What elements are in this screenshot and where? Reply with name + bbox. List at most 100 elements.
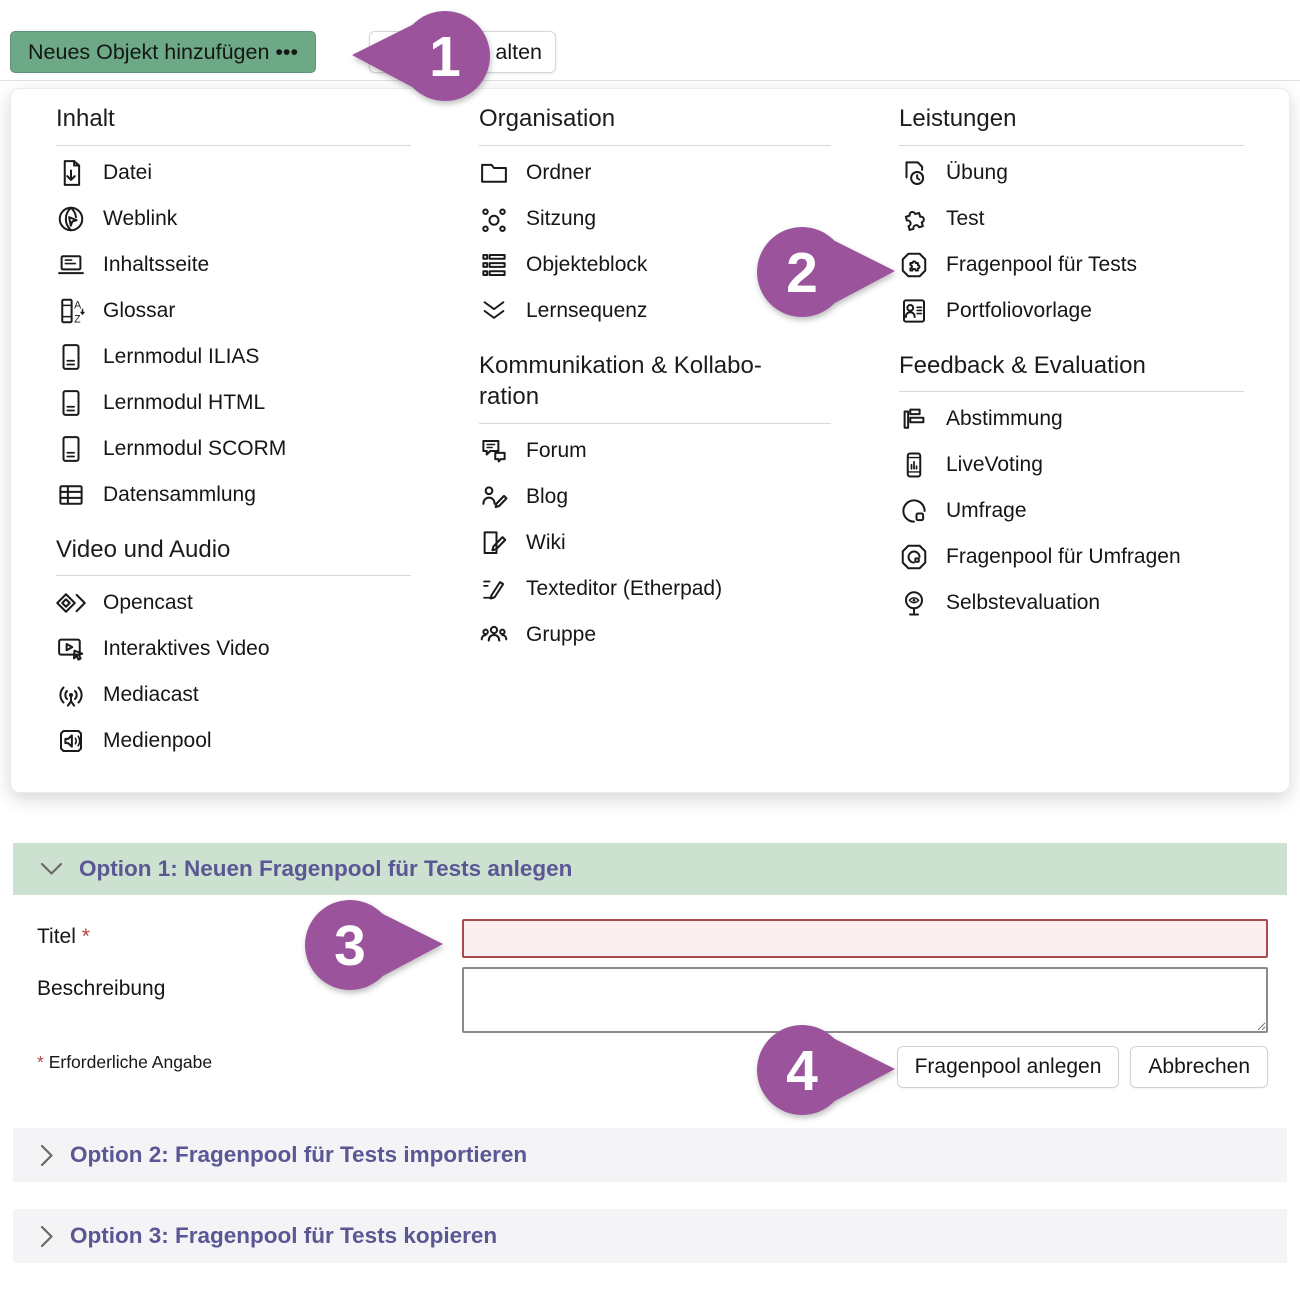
menu-item-uebung[interactable]: Übung xyxy=(899,150,1244,196)
menu-item-interaktives-video[interactable]: Interaktives Video xyxy=(56,626,411,672)
section-title-video-audio: Video und Audio xyxy=(56,534,411,577)
opencast-diamond-icon xyxy=(56,593,86,614)
dropdown-column-2: Organisation Ordner Sitzung Objekteblock… xyxy=(479,103,831,776)
blog-person-pencil-icon xyxy=(482,486,508,509)
menu-item-lernmodul-html[interactable]: Lernmodul HTML xyxy=(56,380,411,426)
learning-module-icon xyxy=(62,389,80,416)
option2-accordion-header[interactable]: Option 2: Fragenpool für Tests importier… xyxy=(13,1128,1287,1182)
menu-item-fragenpool-tests[interactable]: Fragenpool für Tests xyxy=(899,242,1244,288)
menu-item-label: Lernmodul HTML xyxy=(103,390,266,414)
svg-text:2: 2 xyxy=(786,241,818,305)
menu-item-selbstevaluation[interactable]: Selbstevaluation xyxy=(899,580,1244,626)
puzzle-pool-icon xyxy=(901,252,927,277)
option1-accordion-header[interactable]: Option 1: Neuen Fragenpool für Tests anl… xyxy=(13,843,1287,895)
callout-4: 4 xyxy=(757,1025,895,1115)
group-people-icon xyxy=(480,625,508,642)
section-title-leistungen: Leistungen xyxy=(899,103,1244,146)
menu-item-opencast[interactable]: Opencast xyxy=(56,580,411,626)
menu-item-label: Forum xyxy=(526,439,587,463)
menu-item-inhaltsseite[interactable]: Inhaltsseite xyxy=(56,242,411,288)
menu-item-umfrage[interactable]: Umfrage xyxy=(899,488,1244,534)
file-download-icon xyxy=(63,159,81,186)
svg-text:4: 4 xyxy=(786,1039,818,1103)
menu-item-label: Ordner xyxy=(526,160,592,184)
menu-item-label: Abstimmung xyxy=(946,407,1063,431)
menu-item-medienpool[interactable]: Medienpool xyxy=(56,718,411,764)
chevron-right-icon xyxy=(40,1225,53,1247)
menu-item-label: Fragenpool für Umfragen xyxy=(946,545,1181,569)
menu-item-lernmodul-scorm[interactable]: Lernmodul SCORM xyxy=(56,426,411,472)
menu-item-label: Interaktives Video xyxy=(103,637,270,661)
required-note: * Erforderliche Angabe xyxy=(37,1052,213,1072)
menu-item-label: Texteditor (Etherpad) xyxy=(526,577,723,601)
menu-item-label: Wiki xyxy=(526,531,566,555)
menu-item-blog[interactable]: Blog xyxy=(479,474,831,520)
cancel-button[interactable]: Abbrechen xyxy=(1130,1046,1268,1088)
menu-item-portfoliovorlage[interactable]: Portfoliovorlage xyxy=(899,288,1244,334)
add-new-object-button[interactable]: Neues Objekt hinzufügen ••• xyxy=(10,31,316,73)
menu-item-ordner[interactable]: Ordner xyxy=(479,150,831,196)
required-asterisk: * xyxy=(37,1052,44,1072)
menu-item-livevoting[interactable]: LiveVoting xyxy=(899,442,1244,488)
menu-item-abstimmung[interactable]: Abstimmung xyxy=(899,396,1244,442)
menu-item-sitzung[interactable]: Sitzung xyxy=(479,196,831,242)
menu-item-datei[interactable]: Datei xyxy=(56,150,411,196)
menu-item-label: Lernmodul ILIAS xyxy=(103,344,260,368)
svg-text:1: 1 xyxy=(429,25,461,89)
option3-accordion-header[interactable]: Option 3: Fragenpool für Tests kopieren xyxy=(13,1209,1287,1263)
create-question-pool-button[interactable]: Fragenpool anlegen xyxy=(896,1046,1120,1088)
text-editor-pencil-icon xyxy=(483,580,505,600)
required-asterisk: * xyxy=(81,925,90,948)
menu-item-forum[interactable]: Forum xyxy=(479,428,831,474)
menu-item-label: Übung xyxy=(946,160,1008,184)
menu-item-mediacast[interactable]: Mediacast xyxy=(56,672,411,718)
menu-item-texteditor[interactable]: Texteditor (Etherpad) xyxy=(479,566,831,612)
menu-item-gruppe[interactable]: Gruppe xyxy=(479,612,831,658)
menu-item-label: Glossar xyxy=(103,298,176,322)
menu-item-label: Sitzung xyxy=(526,206,597,230)
toolbar-divider xyxy=(0,80,1300,81)
forum-bubbles-icon xyxy=(482,440,506,463)
menu-item-objekteblock[interactable]: Objekteblock xyxy=(479,242,831,288)
menu-item-label: Lernmodul SCORM xyxy=(103,436,287,460)
menu-item-fragenpool-umfragen[interactable]: Fragenpool für Umfragen xyxy=(899,534,1244,580)
menu-item-label: Gruppe xyxy=(526,623,597,647)
wiki-page-pencil-icon xyxy=(483,531,507,555)
menu-item-label: Mediacast xyxy=(103,683,199,707)
data-table-icon xyxy=(59,484,83,505)
menu-item-lernsequenz[interactable]: Lernsequenz xyxy=(479,288,831,334)
section-video-audio: Video und Audio Opencast Interaktives Vi… xyxy=(56,534,411,765)
menu-item-wiki[interactable]: Wiki xyxy=(479,520,831,566)
menu-item-datensammlung[interactable]: Datensammlung xyxy=(56,472,411,518)
learning-module-icon xyxy=(62,435,80,462)
description-textarea[interactable] xyxy=(462,967,1268,1033)
callout-3: 3 xyxy=(305,900,443,990)
section-title-kommunikation: Kommunikation & Kollabo­ration xyxy=(479,350,831,425)
title-input[interactable] xyxy=(462,919,1268,958)
menu-item-label: Portfoliovorlage xyxy=(946,298,1092,322)
globe-icon xyxy=(58,206,84,231)
menu-item-weblink[interactable]: Weblink xyxy=(56,196,411,242)
menu-item-test[interactable]: Test xyxy=(899,196,1244,242)
menu-item-label: Blog xyxy=(526,485,569,509)
broadcast-icon xyxy=(59,686,83,707)
menu-item-label: Inhaltsseite xyxy=(103,252,210,276)
section-leistungen: Leistungen Übung Test Fragenpool für Tes… xyxy=(899,103,1244,334)
exercise-clock-icon xyxy=(905,161,925,185)
callout-1: 1 xyxy=(352,11,490,101)
section-title-inhalt: Inhalt xyxy=(56,103,411,146)
section-kommunikation: Kommunikation & Kollabo­ration Forum Blo… xyxy=(479,350,831,658)
portfolio-template-icon xyxy=(903,299,925,323)
option3-title: Option 3: Fragenpool für Tests kopieren xyxy=(70,1223,498,1248)
svg-text:A: A xyxy=(74,299,82,311)
chevron-right-icon xyxy=(40,1144,53,1166)
section-title-feedback: Feedback & Evaluation xyxy=(899,350,1244,393)
menu-item-lernmodul-ilias[interactable]: Lernmodul ILIAS xyxy=(56,334,411,380)
session-network-icon xyxy=(482,208,506,232)
survey-pie-icon xyxy=(902,499,926,523)
menu-item-label: LiveVoting xyxy=(946,453,1043,477)
